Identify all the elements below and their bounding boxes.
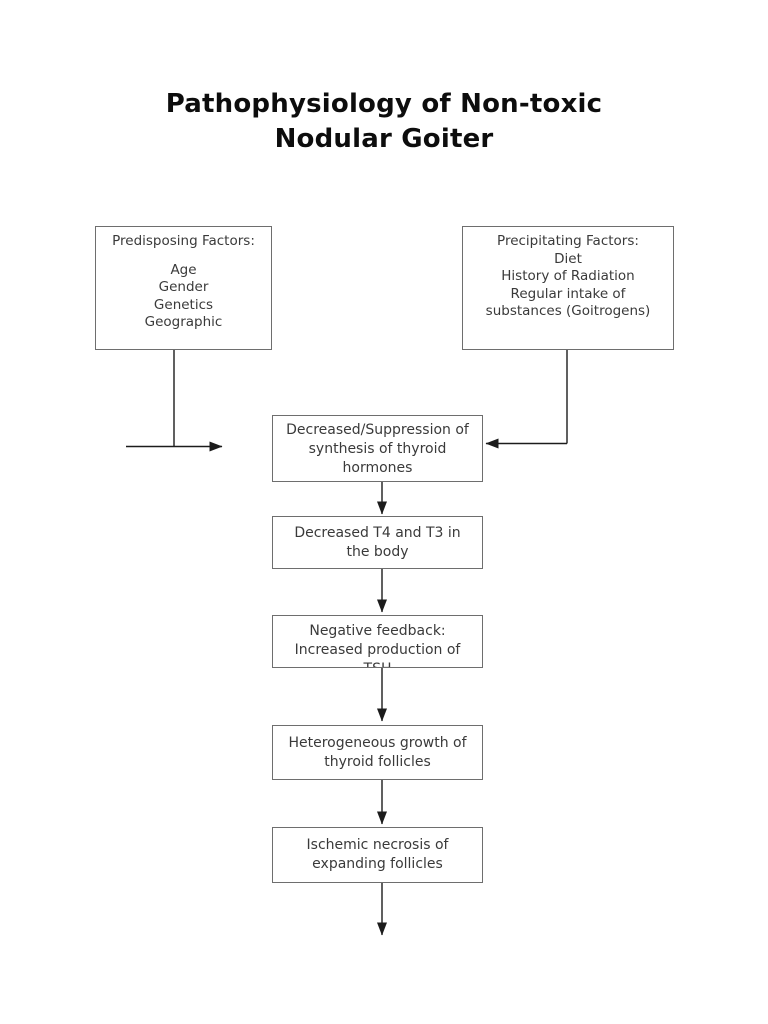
precipitating-item-substances: substances (Goitrogens) — [485, 303, 651, 319]
step-text-line: Decreased T4 and T3 in — [294, 525, 461, 541]
predisposing-item-geographic: Geographic — [144, 314, 223, 330]
predisposing-item-genetics: Genetics — [153, 296, 214, 313]
precipitating-item-radiation: History of Radiation — [501, 268, 635, 284]
step-text-line: thyroid follicles — [324, 754, 431, 770]
predisposing-factors-box: Predisposing Factors: Age Gender Genetic… — [95, 226, 272, 350]
step-box-heterogeneous-growth: Heterogeneous growth of thyroid follicle… — [272, 725, 483, 780]
step-box-ischemic-necrosis: Ischemic necrosis of expanding follicles — [272, 827, 483, 883]
predisposing-heading: Predisposing Factors: — [112, 233, 255, 249]
precipitating-items: Diet History of Radiation Regular intake… — [463, 251, 673, 321]
step-text-line: synthesis of thyroid — [308, 441, 447, 457]
page-title-line-1: Pathophysiology of Non-toxic — [165, 89, 603, 119]
step-text-line: hormones — [342, 460, 413, 476]
step-box-decreased-t4-t3: Decreased T4 and T3 in the body — [272, 516, 483, 569]
predisposing-item-gender: Gender — [158, 279, 209, 295]
step-text-line: TSH — [273, 660, 482, 667]
step-text-line: Increased production of — [294, 642, 461, 658]
step-box-decreased-synthesis: Decreased/Suppression of synthesis of th… — [272, 415, 483, 482]
step-text-line: Decreased/Suppression of — [286, 422, 469, 438]
precipitating-item-diet: Diet — [554, 250, 582, 267]
step-box-negative-feedback: Negative feedback: Increased production … — [272, 615, 483, 668]
precipitating-factors-box: Precipitating Factors: Diet History of R… — [462, 226, 674, 350]
step-text-line: expanding follicles — [312, 856, 443, 872]
step-text-line: Negative feedback: — [309, 623, 446, 639]
page-title: Pathophysiology of Non-toxic Nodular Goi… — [0, 87, 768, 157]
precipitating-item-intake: Regular intake of — [510, 285, 626, 302]
precipitating-heading: Precipitating Factors: — [497, 233, 639, 249]
page-title-line-2: Nodular Goiter — [274, 124, 494, 154]
step-text-line: Heterogeneous growth of — [288, 735, 467, 751]
predisposing-item-age: Age — [170, 261, 197, 278]
predisposing-items: Age Gender Genetics Geographic — [96, 262, 271, 332]
step-text-line: Ischemic necrosis of — [306, 837, 449, 853]
step-text-line: the body — [346, 544, 409, 560]
